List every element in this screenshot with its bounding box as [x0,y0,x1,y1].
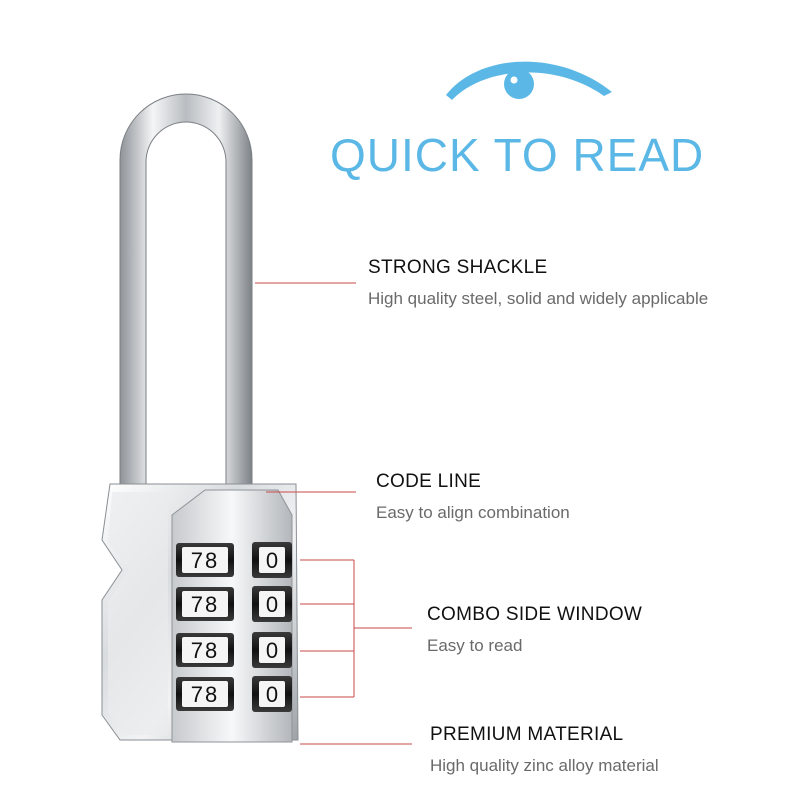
dial-side-digits: 78 [191,638,219,663]
dial-front-digit: 0 [266,548,278,573]
feature-title: CODE LINE [376,471,482,492]
feature-strong-shackle: STRONG SHACKLE High quality steel, solid… [368,257,708,309]
dial-row[interactable]: 78 0 [176,632,292,668]
feature-title: COMBO SIDE WINDOW [427,604,643,625]
feature-code-line: CODE LINE Easy to align combination [376,471,570,523]
feature-description: Easy to read [427,636,523,655]
feature-title: PREMIUM MATERIAL [430,724,624,745]
dial-side-digits: 78 [191,682,219,707]
dial-side-digits: 78 [191,592,219,617]
feature-description: High quality zinc alloy material [430,756,659,775]
headline: QUICK TO READ [330,129,705,181]
feature-description: Easy to align combination [376,503,570,522]
dial-front-digit: 0 [266,682,278,707]
dial-front-digit: 0 [266,638,278,663]
feature-combo-side-window: COMBO SIDE WINDOW Easy to read [427,604,642,656]
feature-title: STRONG SHACKLE [368,257,548,278]
feature-premium-material: PREMIUM MATERIAL High quality zinc alloy… [430,724,659,776]
dial-side-digits: 78 [191,548,219,573]
callout-bracket-window [300,559,412,698]
dial-row[interactable]: 78 0 [176,586,292,622]
feature-description: High quality steel, solid and widely app… [368,289,709,308]
dial-row[interactable]: 78 0 [176,676,292,712]
dial-front-digit: 0 [266,592,278,617]
dial-row[interactable]: 78 0 [176,542,292,578]
